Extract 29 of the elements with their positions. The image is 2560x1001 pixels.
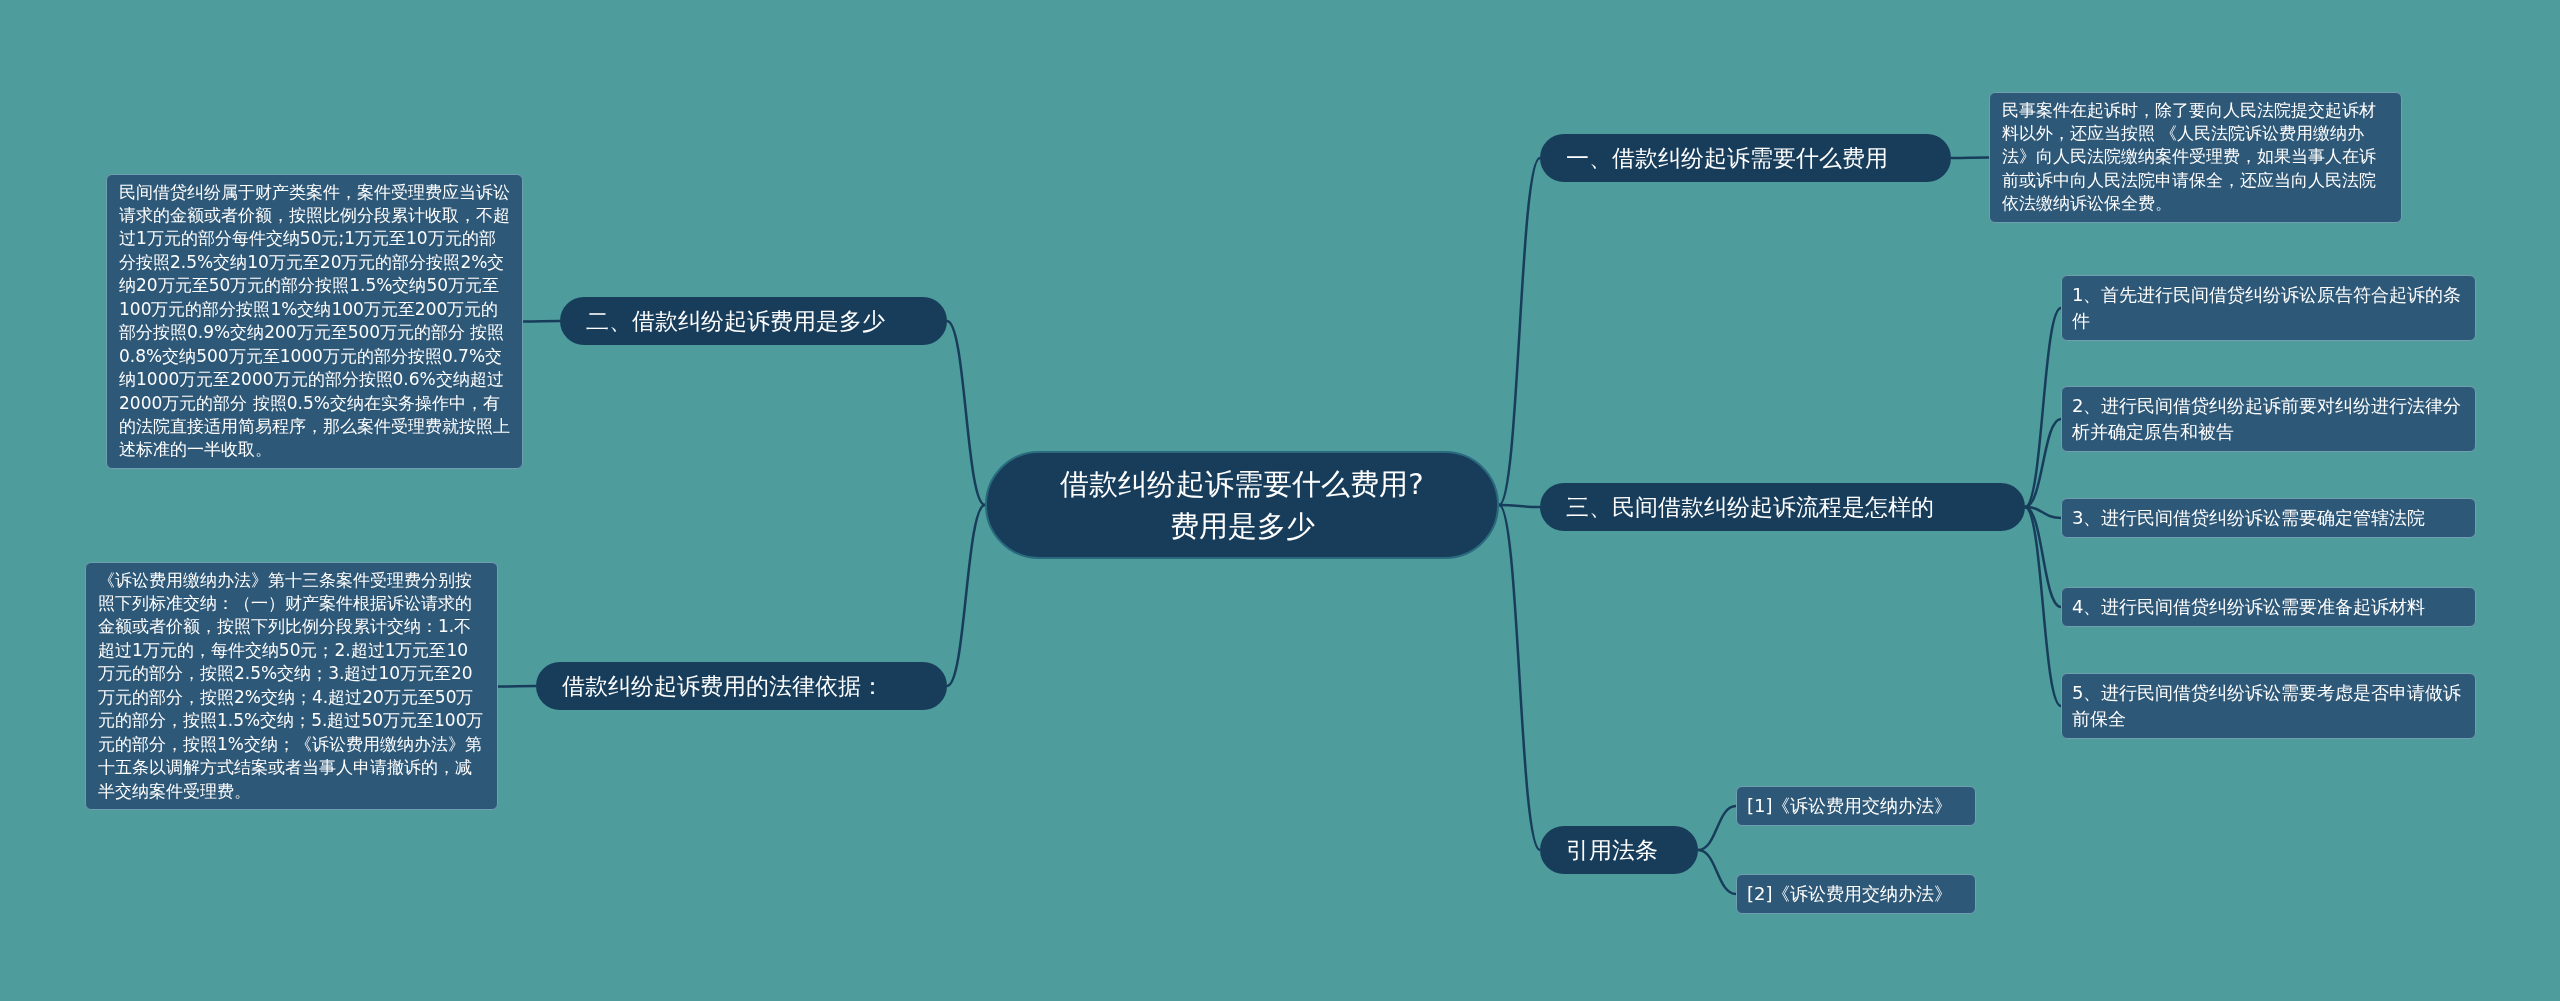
- note-card: 民事案件在起诉时，除了要向人民法院提交起诉材料以外，还应当按照 《人民法院诉讼费用缴纳办法》向人民法院缴纳案件受理费，如果当事人在诉前或诉中向人民法院申请保全，还应当向人民法院依法缴纳诉讼保全费。: [1989, 91, 2402, 223]
- connector-line: [1497, 157, 1542, 506]
- connector-line: [2024, 417, 2062, 509]
- branch-topic: 二、借款纠纷起诉费用是多少: [560, 297, 947, 346]
- subtopic-card: 5、进行民间借贷纠纷诉讼需要考虑是否申请做诉前保全: [2061, 673, 2476, 740]
- branch-topic: 借款纠纷起诉费用的法律依据：: [536, 662, 947, 711]
- note-card: 《诉讼费用缴纳办法》第十三条案件受理费分别按照下列标准交纳：（一）财产案件根据诉讼请求的金额或者价额，按照下列比例分段累计交纳：1.不超过1万元的，每件交纳50元；2.超过1万元至10万元的部分，按照2.5%交纳；3.超过10万元至20万元的部分，按照2%交纳；4.超过20万元至50万元的部分，按照1.5%交纳；5.超过50万元至100万元的部分，按照1%交纳；《诉讼费用缴纳办法》第十五条以调解方式结案或者当事人申请撤诉的，减半交纳案件受理费。: [85, 561, 498, 811]
- branch-topic: 三、民间借款纠纷起诉流程是怎样的: [1540, 483, 2025, 532]
- connector-line: [2024, 307, 2062, 508]
- connector-line: [1697, 848, 1737, 896]
- connector-line: [498, 684, 536, 688]
- connector-line: [946, 320, 986, 506]
- subtopic-card: [1]《诉讼费用交纳办法》: [1736, 786, 1976, 827]
- note-card: 民间借贷纠纷属于财产类案件，案件受理费应当诉讼请求的金额或者价额，按照比例分段累计收取，不超过1万元的部分每件交纳50元;1万元至10万元的部分按照2.5%交纳10万元至20万元的部分按照2%交纳20万元至50万元的部分按照1.5%交纳50万元至100万元的部分按照1%交纳100万元至200万元的部分按照0.9%交纳200万元至500万元的部分 按照0.8%交纳500万元至1000万元的部分按照0.7%交纳1000万元至2000万元的部分按照0.6%交纳超过2000万元的部分 按照0.5%交纳在实务操作中，有的法院直接适用简易程序，那么案件受理费就按照上述标准的一半收取。: [106, 173, 523, 469]
- branch-topic: 一、借款纠纷起诉需要什么费用: [1540, 134, 1951, 183]
- connector-line: [946, 504, 986, 687]
- connector-line: [1497, 504, 1542, 851]
- connector-line: [2024, 506, 2062, 707]
- subtopic-card: 4、进行民间借贷纠纷诉讼需要准备起诉材料: [2061, 587, 2476, 628]
- branch-topic: 引用法条: [1540, 826, 1698, 875]
- connector-line: [1951, 156, 1989, 160]
- subtopic-card: 3、进行民间借贷纠纷诉讼需要确定管辖法院: [2061, 498, 2476, 539]
- connector-line: [1499, 503, 1540, 509]
- subtopic-card: 1、首先进行民间借贷纠纷诉讼原告符合起诉的条件: [2061, 275, 2476, 342]
- subtopic-card: [2]《诉讼费用交纳办法》: [1736, 874, 1976, 915]
- connector-line: [523, 319, 560, 323]
- connector-line: [1697, 804, 1737, 852]
- subtopic-card: 2、进行民间借贷纠纷起诉前要对纠纷进行法律分析并确定原告和被告: [2061, 386, 2476, 453]
- central-topic: 借款纠纷起诉需要什么费用?费用是多少: [985, 451, 1499, 560]
